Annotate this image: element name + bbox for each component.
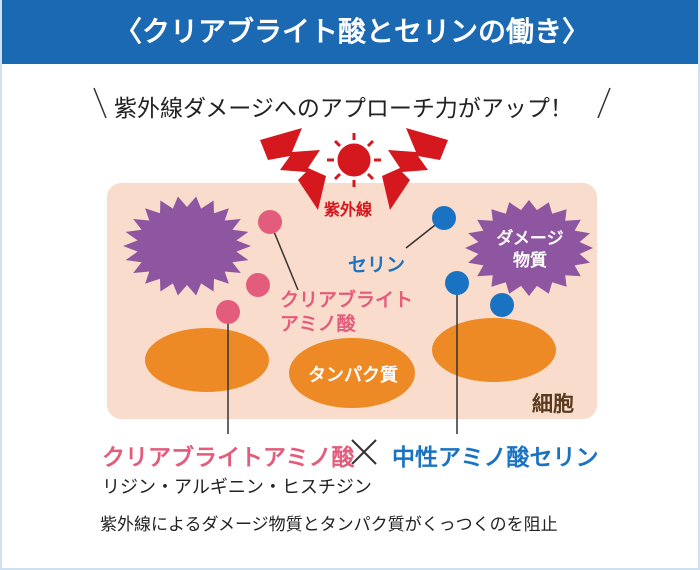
- protein-label: タンパク質: [308, 365, 398, 386]
- lightning-left-icon: [260, 128, 326, 210]
- protein: [432, 318, 556, 382]
- clearbright-label: クリアブライト アミノ酸: [280, 288, 413, 336]
- protein: [145, 328, 269, 392]
- header-title: 〈クリアブライト酸とセリンの働き〉: [2, 0, 698, 64]
- subtitle: 紫外線ダメージへのアプローチ力がアップ！: [114, 96, 573, 122]
- damage-substance-right: [465, 200, 593, 296]
- serine-molecule: [432, 206, 456, 230]
- lightning-right-icon: [382, 128, 448, 210]
- subtitle-slash-left: [93, 87, 107, 119]
- damage-label: ダメージ 物質: [494, 228, 566, 272]
- clearbright-molecule: [216, 300, 240, 324]
- damage-substance-left: [123, 196, 251, 296]
- cell-label: 細胞: [532, 392, 574, 416]
- serine-molecule: [445, 271, 469, 295]
- serine-title: 中性アミノ酸セリン: [392, 445, 599, 471]
- protein: [289, 338, 415, 408]
- clearbright-molecule: [246, 273, 270, 297]
- uv-label: 紫外線: [324, 200, 373, 219]
- clearbright-label-line2: アミノ酸: [280, 313, 356, 335]
- times-icon: [351, 439, 377, 465]
- description: 紫外線によるダメージ物質とタンパク質がくっつくのを阻止: [100, 515, 558, 535]
- clearbright-molecule: [258, 210, 282, 234]
- damage-label-line2: 物質: [513, 251, 547, 271]
- damage-label-line1: ダメージ: [496, 229, 564, 249]
- clearbright-label-line1: クリアブライト: [280, 289, 414, 311]
- ingredients: リジン・アルギニン・ヒスチジン: [102, 477, 372, 498]
- clearbright-title: クリアブライトアミノ酸: [102, 445, 355, 471]
- pointer-line: [269, 221, 299, 291]
- serine-molecule: [490, 293, 514, 317]
- sun-icon: [327, 133, 381, 187]
- serine-label: セリン: [348, 254, 406, 276]
- subtitle-slash-right: [597, 87, 611, 119]
